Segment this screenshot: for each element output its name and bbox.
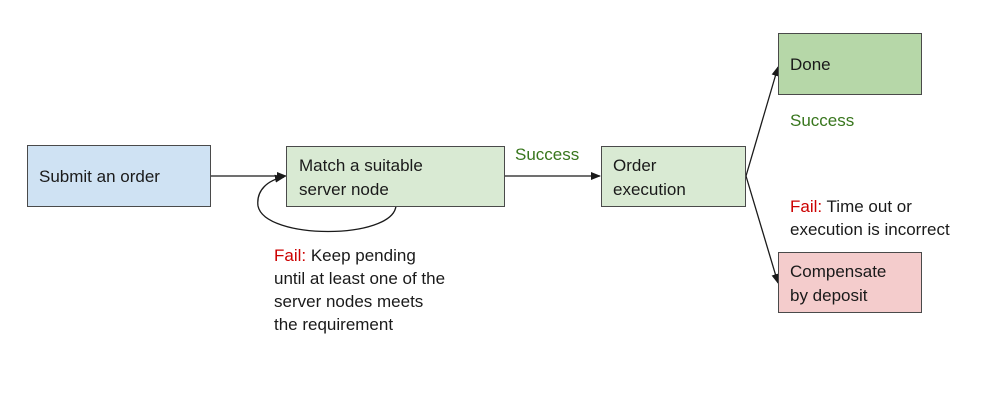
label-fail-pending-keyword: Fail:: [274, 246, 307, 265]
node-done-label: Done: [790, 55, 831, 74]
node-order-execution-line1: Order: [613, 156, 657, 175]
label-fail-pending: Fail: Keep pending until at least one of…: [274, 244, 445, 336]
node-submit-order: Submit an order: [27, 145, 211, 207]
label-success-done: Success: [790, 111, 855, 130]
label-fail-pending-line1: Keep pending: [306, 246, 416, 265]
label-fail-exec-line1: Time out or: [822, 197, 912, 216]
node-order-execution: Order execution: [601, 146, 746, 207]
label-fail-exec-keyword: Fail:: [790, 197, 823, 216]
arrow-execution-to-done: [745, 66, 780, 177]
arrow-execution-to-compensate: [745, 175, 780, 284]
node-compensate-line2: by deposit: [790, 286, 868, 305]
node-compensate: Compensate by deposit: [778, 252, 922, 313]
node-match-server-line2: server node: [299, 180, 389, 199]
label-success-match: Success: [515, 145, 580, 164]
label-fail-exec-line2: execution is incorrect: [790, 220, 950, 239]
label-fail-pending-line4: the requirement: [274, 315, 394, 334]
loop-arrow-match-self: [257, 174, 397, 233]
node-match-server: Match a suitable server node: [286, 146, 505, 207]
label-fail-pending-line3: server nodes meets: [274, 292, 424, 311]
node-compensate-line1: Compensate: [790, 262, 887, 281]
node-done: Done: [778, 33, 922, 95]
node-submit-order-label: Submit an order: [39, 167, 160, 186]
node-order-execution-line2: execution: [613, 180, 686, 199]
label-fail-exec: Fail: Time out or execution is incorrect: [790, 195, 950, 241]
node-match-server-line1: Match a suitable: [299, 156, 423, 175]
label-fail-pending-line2: until at least one of the: [274, 269, 446, 288]
